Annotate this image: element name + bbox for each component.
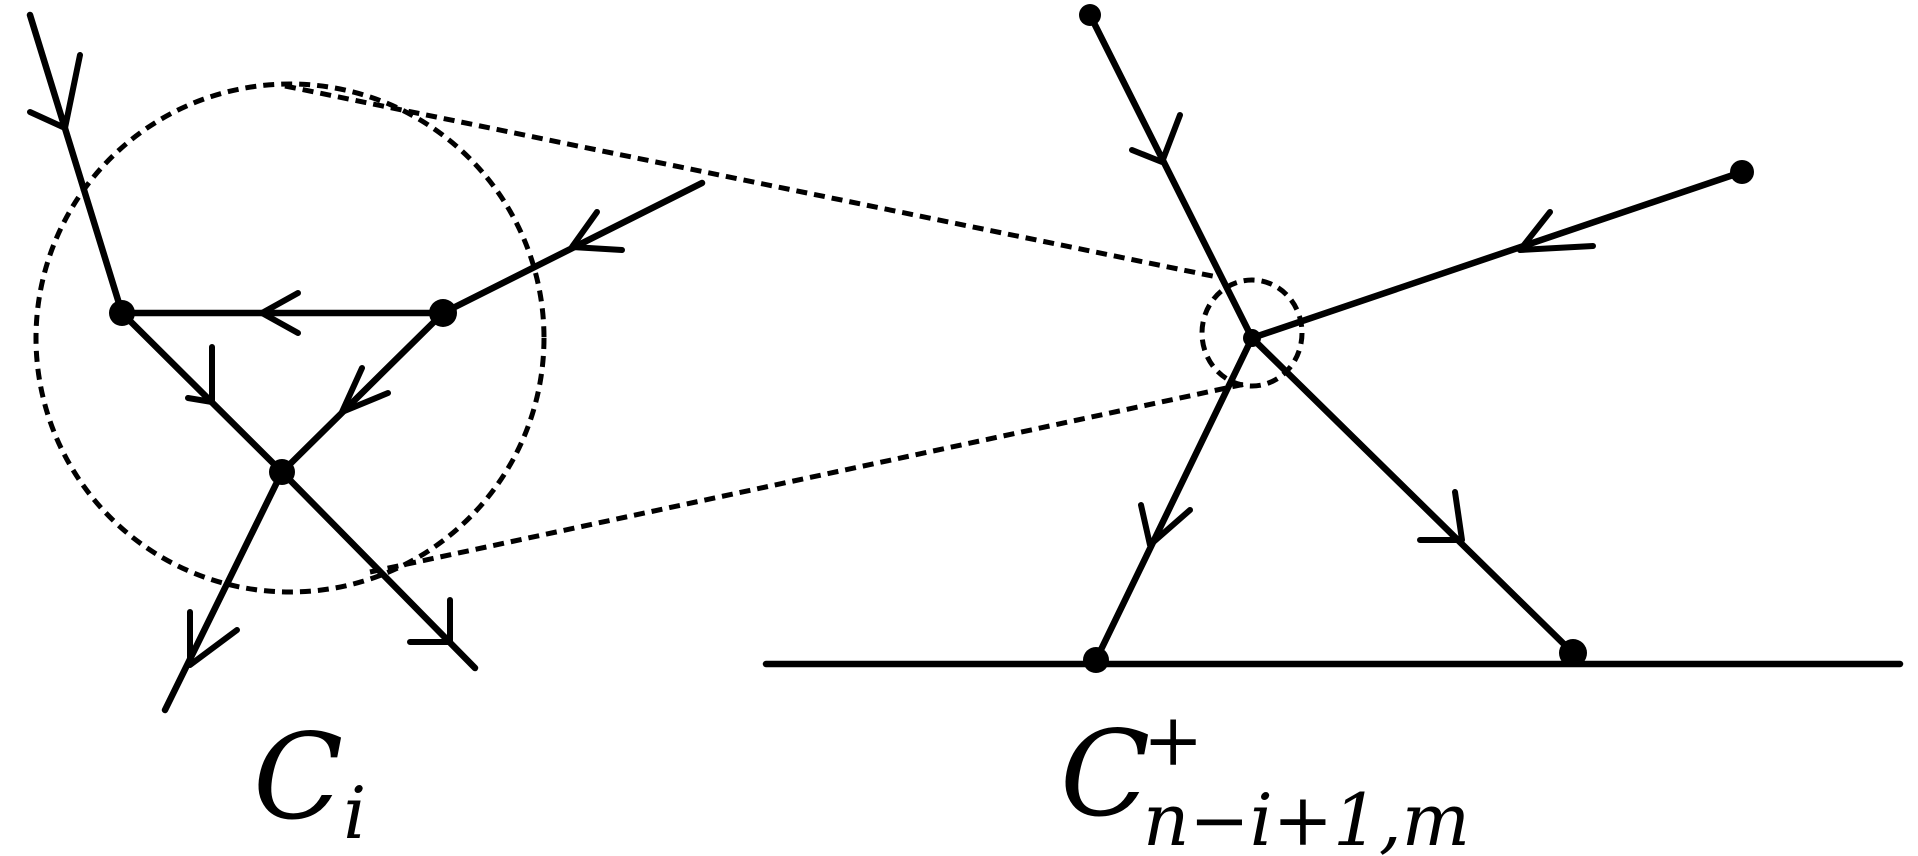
label-right-sub: n−i+1,m — [1143, 778, 1470, 856]
vertex-right — [429, 299, 457, 327]
right-graph — [762, 4, 1904, 673]
arrow-icon — [187, 609, 240, 668]
vertex-center — [269, 459, 295, 485]
edge-right-diagonal — [278, 309, 447, 476]
vertex-boundary-right — [1559, 639, 1587, 667]
zoom-connector-bottom — [369, 381, 1246, 575]
arrow-icon — [1138, 502, 1193, 548]
edge-left-diagonal — [118, 309, 286, 476]
zoom-connector-top — [284, 83, 1223, 281]
arrow-icon — [407, 597, 453, 645]
zoom-circle-large — [33, 81, 547, 595]
arrow-icon — [185, 344, 215, 405]
arrow-icon — [259, 290, 301, 336]
arrow-icon — [339, 365, 391, 415]
zoom-circle-small — [1199, 277, 1305, 389]
arrow-icon — [1417, 489, 1465, 543]
label-left-main: C — [253, 708, 343, 846]
label-left-sub: i — [343, 771, 366, 855]
edge-top — [1086, 11, 1256, 342]
edge-bottom-left — [161, 468, 286, 714]
arrow-icon — [27, 52, 83, 131]
label-right-sup: + — [1143, 698, 1203, 782]
label-right-main: C — [1060, 705, 1150, 843]
vertex-boundary-left — [1083, 647, 1109, 673]
vertex-top-end — [1079, 4, 1101, 26]
label-left: Ci — [253, 708, 366, 855]
left-graph — [26, 11, 706, 714]
arrow-icon — [1517, 209, 1596, 253]
edge-right — [1248, 168, 1746, 342]
vertex-center — [1243, 329, 1261, 347]
arrow-icon — [1129, 112, 1183, 165]
edge-down-right — [1248, 334, 1577, 657]
arrow-icon — [569, 209, 625, 253]
edge-down-left — [1092, 334, 1256, 664]
vertex-left — [109, 300, 135, 326]
vertex-right-end — [1730, 160, 1754, 184]
edge-top-left — [26, 11, 126, 317]
